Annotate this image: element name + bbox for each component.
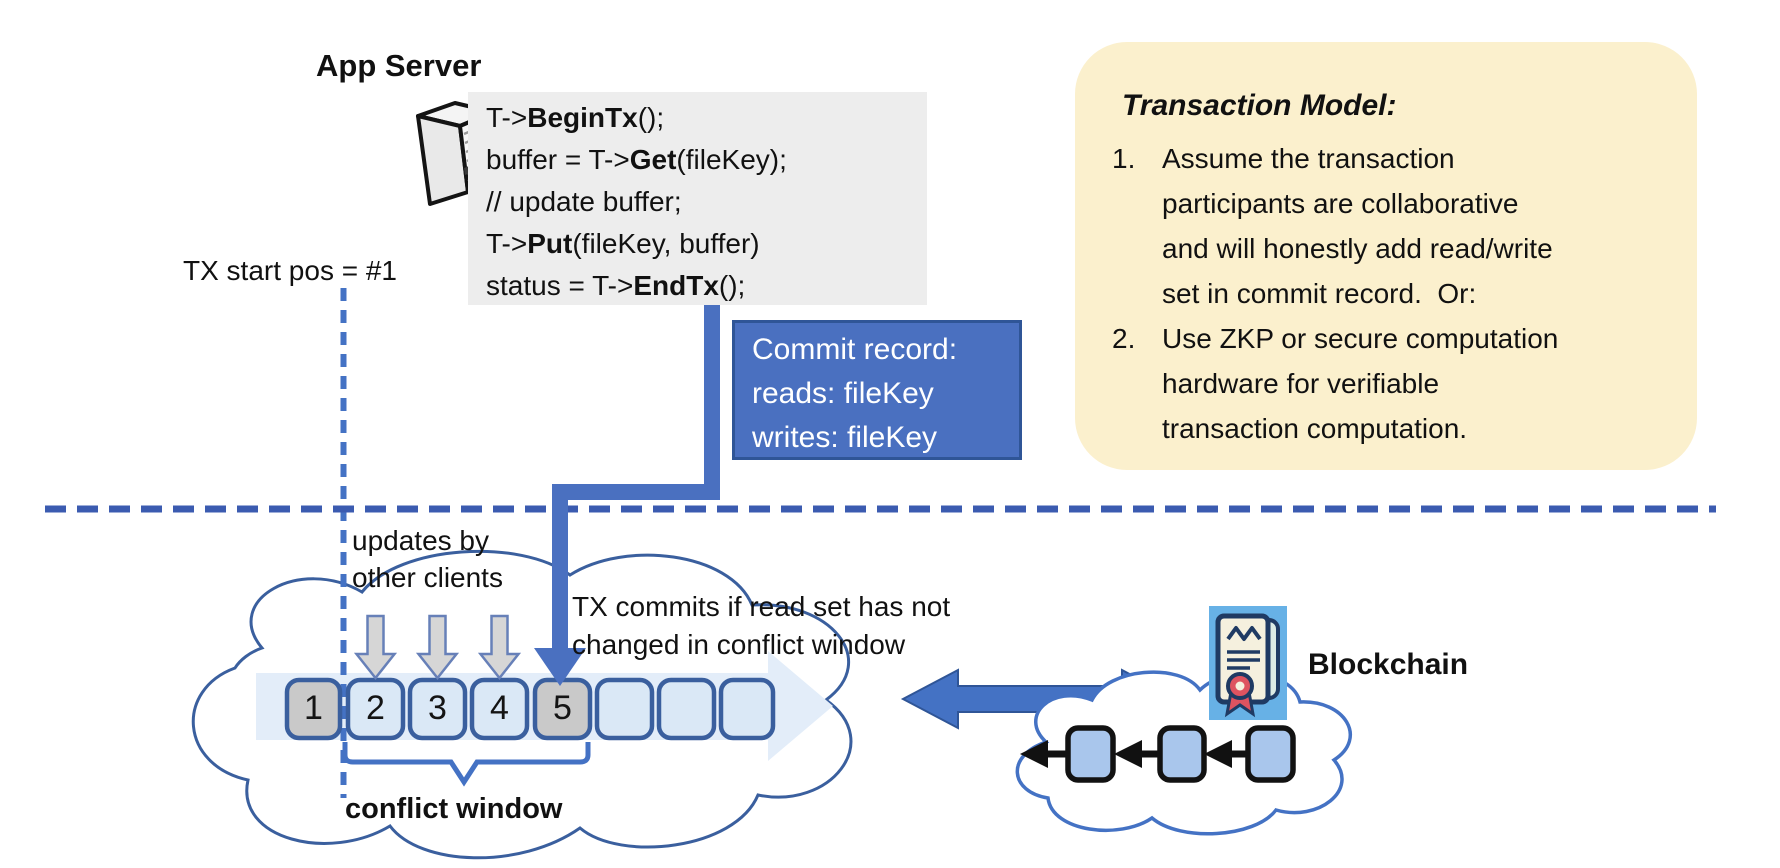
code-line-4: T->Put(fileKey, buffer) xyxy=(486,228,760,259)
conflict-window-label: conflict window xyxy=(345,793,563,825)
app-server-label: App Server xyxy=(316,48,482,83)
client-update-arrow-2 xyxy=(415,614,460,681)
client-update-arrow-1 xyxy=(353,614,398,681)
chain-arrow-out xyxy=(1020,740,1048,768)
timeline-block-8 xyxy=(718,677,776,741)
commit-flow-arrowhead xyxy=(534,648,586,686)
commit-record-writes: writes: fileKey xyxy=(752,421,938,454)
timeline-block-6 xyxy=(594,677,655,741)
transaction-code-block: T->BeginTx(); buffer = T->Get(fileKey); … xyxy=(468,92,927,305)
code-line-3: // update buffer; xyxy=(486,186,682,217)
timeline-block-3-number: 3 xyxy=(428,689,447,727)
chain-block-2 xyxy=(1157,725,1207,783)
certificate-icon xyxy=(1209,606,1287,720)
commit-record-box: Commit record: reads: fileKey writes: fi… xyxy=(732,320,1022,460)
timeline-block-2-number: 2 xyxy=(366,689,385,727)
timeline-block-4-number: 4 xyxy=(490,689,509,727)
chain-arrow-1 xyxy=(1114,740,1142,768)
chain-block-3 xyxy=(1245,725,1296,783)
transaction-model-item-1: 1. Assume the transaction participants a… xyxy=(1112,136,1672,316)
code-line-2: buffer = T->Get(fileKey); xyxy=(486,144,787,175)
chain-block-1 xyxy=(1065,725,1116,783)
transaction-model-note: Transaction Model: 1. Assume the transac… xyxy=(1075,42,1697,470)
commit-record-reads: reads: fileKey xyxy=(752,377,934,410)
transaction-model-list: 1. Assume the transaction participants a… xyxy=(1112,136,1672,451)
client-update-arrow-3 xyxy=(477,614,522,681)
item-1-number: 1. xyxy=(1112,143,1136,174)
transaction-model-item-2: 2. Use ZKP or secure computation hardwar… xyxy=(1112,316,1672,451)
tx-start-pos-label: TX start pos = #1 xyxy=(183,255,397,286)
commit-flow-arrow xyxy=(552,304,720,652)
tx-commits-label: TX commits if read set has not changed i… xyxy=(572,591,951,660)
updates-by-other-clients-label: updates by other clients xyxy=(352,525,503,593)
item-2-text: Use ZKP or secure computation hardware f… xyxy=(1162,323,1559,444)
transaction-model-title: Transaction Model: xyxy=(1122,89,1397,122)
item-1-text: Assume the transaction participants are … xyxy=(1162,143,1553,309)
code-line-5: status = T->EndTx(); xyxy=(486,270,746,301)
timeline-block-1 xyxy=(284,677,343,741)
chain-arrow-2 xyxy=(1204,740,1232,768)
code-line-1: T->BeginTx(); xyxy=(486,102,665,133)
conflict-window-bracket xyxy=(342,742,591,787)
timeline-block-5-number: 5 xyxy=(553,689,572,727)
commit-record-title: Commit record: xyxy=(752,333,958,366)
blockchain-label: Blockchain xyxy=(1308,648,1469,681)
item-2-number: 2. xyxy=(1112,323,1136,354)
timeline-block-7 xyxy=(656,677,717,741)
timeline-block-1-number: 1 xyxy=(304,689,323,727)
